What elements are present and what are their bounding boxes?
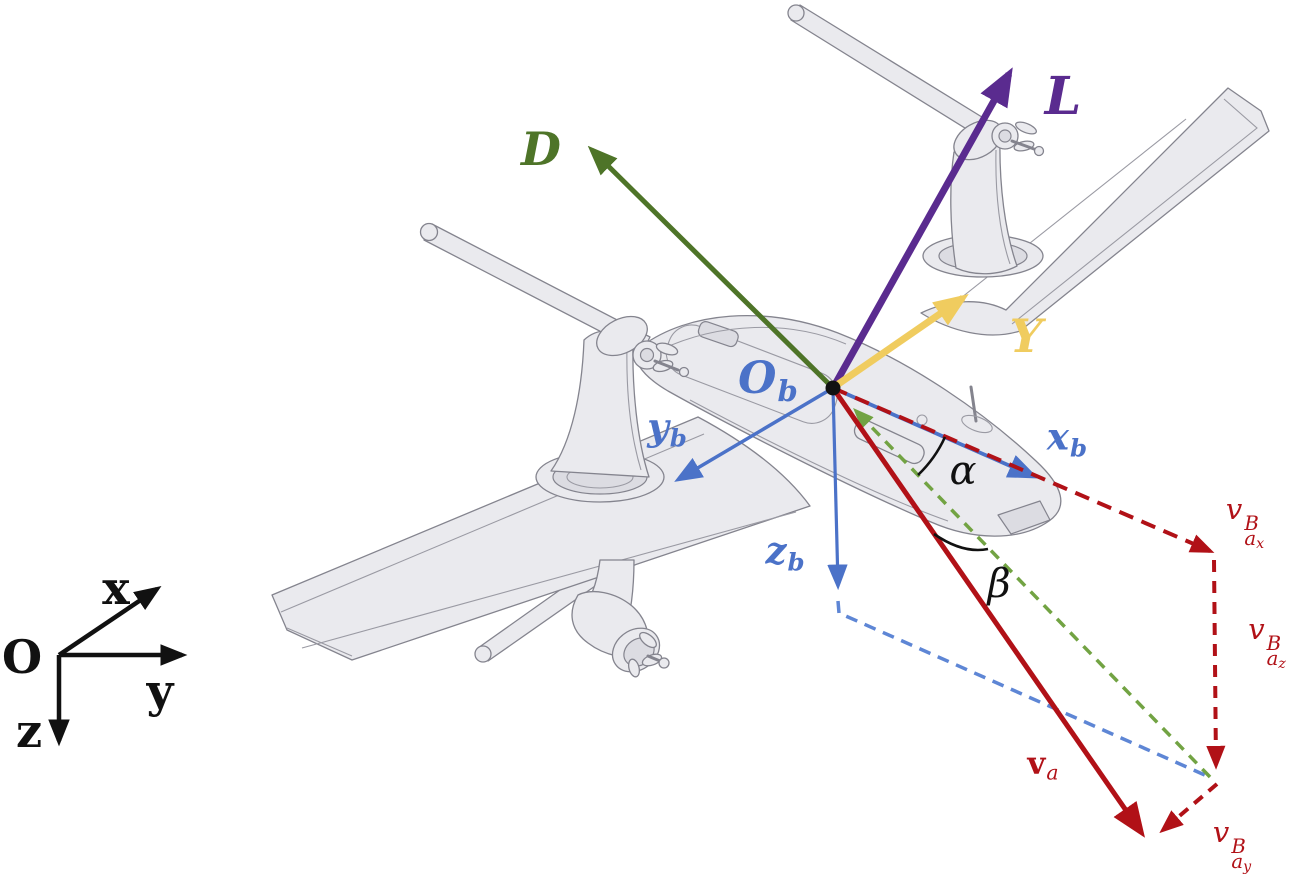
vy-symbol: v (1212, 814, 1230, 849)
drag-vector (587, 145, 835, 390)
lift-force-label: L (1044, 66, 1082, 127)
vy-superscript: B (1231, 834, 1246, 858)
airspeed-y-projection-dashed (1159, 782, 1219, 834)
aircraft-model (271, 4, 1270, 678)
world-origin-label: O (1, 630, 43, 684)
body-z-axis (827, 387, 848, 591)
side-force-label: Y (1009, 309, 1043, 363)
x-axis-subscript: b (1069, 433, 1088, 463)
airspeed-x-projection-dashed (832, 386, 1215, 553)
vy-axis-subscript: y (1243, 859, 1252, 876)
vx-superscript: B (1244, 511, 1259, 535)
airspeed-vector-label: va (1027, 745, 1058, 782)
body-y-axis (674, 386, 834, 482)
top-hatch (697, 321, 739, 348)
airspeed-subscript: a (1046, 760, 1059, 785)
airspeed-vector (830, 386, 1145, 838)
vx-axis-subscript: x (1256, 536, 1265, 553)
body-y-axis-label: yb (647, 408, 687, 450)
world-x-axis-label: x (102, 561, 130, 615)
world-x-axis (57, 585, 162, 657)
world-frame (48, 585, 188, 747)
z-axis-subscript: b (787, 547, 805, 577)
airspeed-symbol: v (1027, 745, 1046, 782)
y-axis-subscript: b (669, 423, 687, 453)
x-axis-symbol: x (1046, 414, 1069, 459)
vector-overlay (48, 67, 1226, 838)
vz-symbol: v (1248, 611, 1265, 646)
vx-subscript: a (1244, 527, 1257, 551)
z-axis-symbol: z (765, 528, 787, 573)
vz-subscript: a (1266, 647, 1279, 671)
airspeed-z-projection-dashed (1206, 559, 1226, 770)
drag-line-extension-dashed (853, 407, 1212, 779)
vz-superscript: B (1266, 631, 1282, 655)
left-rotor-pylon (419, 222, 690, 503)
y-axis-symbol: y (647, 404, 669, 449)
vy-subscript: a (1231, 850, 1244, 874)
fuselage (635, 315, 1062, 537)
world-z-axis-label: z (15, 704, 43, 758)
antenna-mast (969, 385, 978, 423)
body-origin-symbol: O (738, 353, 777, 404)
alpha-angle-arc (917, 436, 947, 476)
body-origin-dot (825, 380, 841, 396)
lift-vector (829, 67, 1013, 390)
lower-rotor-assembly (571, 559, 670, 678)
world-y-axis-label: y (146, 664, 174, 718)
vx-symbol: v (1225, 491, 1243, 526)
right-boom (790, 4, 991, 139)
side-force-vector (832, 294, 969, 390)
nose-intake (997, 500, 1051, 535)
beta-angle-arc (933, 532, 989, 552)
body-origin-label: Ob (738, 357, 798, 406)
vz-axis-subscript: z (1278, 656, 1286, 673)
alpha-angle-label: α (949, 448, 977, 494)
body-x-axis-label: xb (1047, 418, 1087, 460)
beta-angle-label: β (987, 561, 1011, 607)
body-origin-subscript: b (777, 374, 798, 409)
drag-force-label: D (521, 122, 561, 176)
zb-projection-dashed (836, 600, 1208, 778)
body-z-axis-label: zb (765, 532, 804, 574)
right-rotor-pylon (787, 4, 1045, 278)
